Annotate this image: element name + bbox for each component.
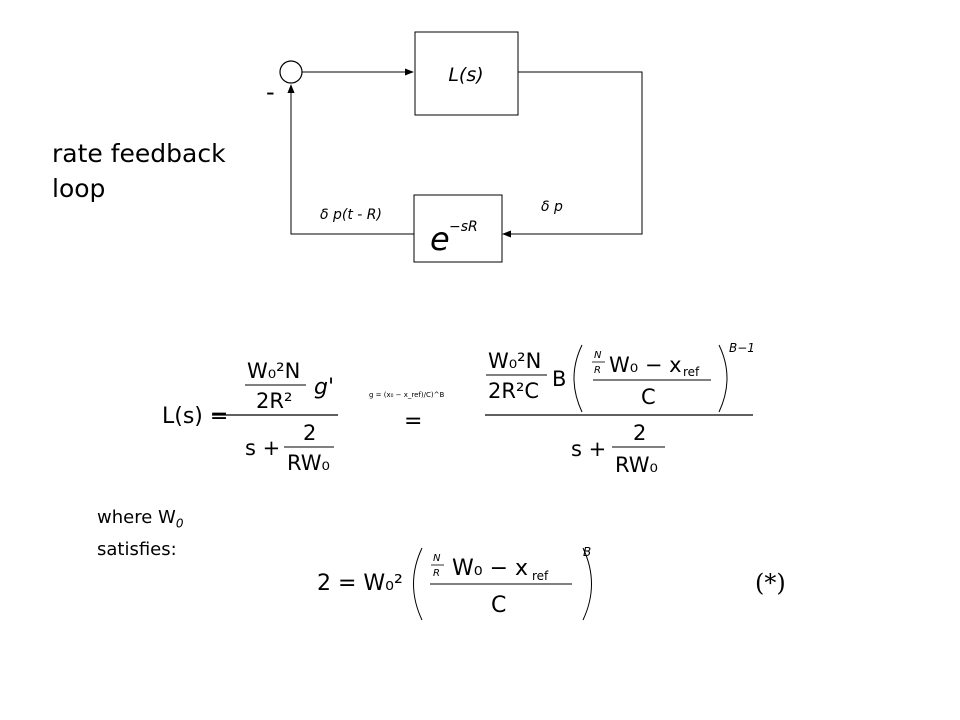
where-text: where W [97, 507, 176, 528]
caption-line-2: loop [52, 174, 106, 203]
eq1-g-definition: g = (x₀ − x_ref)/C)^B [369, 391, 444, 399]
equation-1: L(s) = W₀²N 2R² g' s + 2 RW₀ g = (x₀ − x… [162, 341, 755, 477]
eq1-rhs-right-paren [718, 344, 728, 413]
eq1-lhs: L(s) = [162, 404, 228, 429]
eq1-rhs-C: C [641, 385, 656, 409]
eq1-g-denominator: 2R² [256, 389, 292, 413]
eq2-left-paren [413, 547, 423, 621]
eq1-equals: = [404, 409, 422, 434]
delay-block-exponent: −sR [449, 219, 478, 235]
eq2-C: C [491, 593, 506, 618]
where-line-1: where W0 [97, 505, 183, 537]
eq1-rhs-frac-den: R [594, 365, 601, 376]
eq1-den-num: 2 [303, 421, 316, 445]
line-plant-output [502, 71, 643, 238]
eq1-rhs-numerator: W₀²N [488, 349, 541, 373]
signal-delta-p-label: δ p [541, 199, 563, 215]
caption-rate-feedback-loop: rate feedback loop [52, 136, 226, 206]
eq2-frac-num: N [433, 553, 441, 564]
eq2-frac-den: R [433, 568, 440, 579]
eq1-rhs-denominator: 2R²C [488, 379, 539, 403]
eq1-rhs-den-s: s + [571, 437, 606, 461]
plant-block [414, 31, 519, 116]
eq2-lhs: 2 = W₀² [317, 571, 403, 596]
eq2-w0-minus-x: W₀ − x [452, 556, 528, 581]
equation-2: 2 = W₀² N R W₀ − x ref C B (*) [317, 545, 786, 621]
summing-junction [279, 60, 303, 84]
eq2-exponent: B [583, 545, 591, 559]
eq1-rhs-den-den: RW₀ [615, 453, 658, 477]
eq1-den-s: s + [245, 436, 280, 460]
eq1-rhs-ref: ref [683, 365, 700, 379]
eq2-tag: (*) [755, 569, 786, 597]
eq1-den-den: RW₀ [287, 451, 330, 475]
eq2-right-paren [582, 547, 592, 621]
where-sub: 0 [175, 516, 184, 531]
plant-block-label: L(s) [448, 64, 483, 86]
eq1-rhs-w0-minus-x: W₀ − x [609, 353, 682, 377]
caption-line-1: rate feedback [52, 139, 226, 168]
eq1-g-numerator: W₀²N [247, 359, 300, 383]
line-delay-to-junction [287, 84, 414, 235]
eq2-ref: ref [532, 569, 549, 583]
eq1-rhs-den-num: 2 [633, 421, 646, 445]
eq1-rhs-exponent: B−1 [729, 341, 755, 355]
delay-block [413, 194, 503, 263]
where-line-2: satisfies: [97, 538, 177, 560]
eq1-g-prime: g' [314, 375, 334, 400]
delay-block-base: e [430, 220, 450, 258]
eq1-rhs-B: B [552, 367, 566, 391]
eq1-rhs-left-paren [573, 344, 583, 413]
where-w0-label: where W0 satisfies: [97, 505, 183, 563]
signal-delayed-label: δ p(t - R) [320, 207, 382, 223]
minus-sign: - [266, 78, 275, 106]
eq1-rhs-frac-num: N [594, 350, 602, 361]
